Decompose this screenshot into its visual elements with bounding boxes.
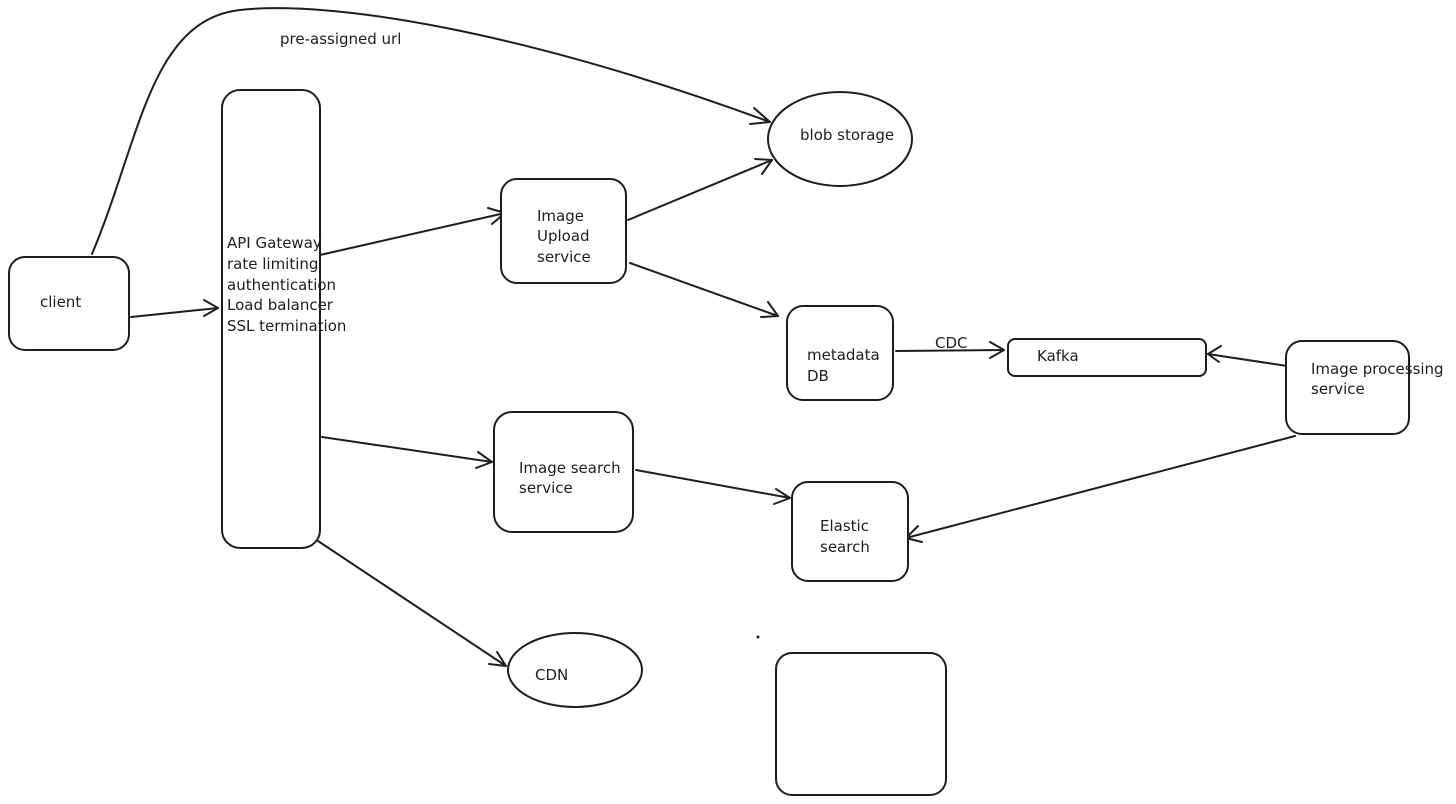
- node-cdn: CDN: [507, 632, 643, 708]
- edges: [91, 7, 1296, 667]
- edge-processing-to-elastic: [905, 435, 1296, 539]
- edge-gateway-to-upload: [319, 212, 506, 256]
- arrowhead-kafka-cdc: [989, 341, 1005, 359]
- edge-processing-to-kafka: [1207, 353, 1288, 367]
- edge-label-presigned: pre-assigned url: [280, 30, 401, 48]
- elastic-label-line-1: Elastic: [820, 517, 869, 535]
- client-label: client: [40, 293, 81, 311]
- arrowhead-elastic-search: [773, 488, 791, 505]
- node-image-search-service: Image search service: [493, 411, 634, 533]
- processing-box: [1285, 340, 1410, 435]
- empty-box: [775, 652, 947, 796]
- edge-label-cdc: CDC: [935, 334, 968, 352]
- metadata-box: [786, 305, 894, 401]
- edge-upload-to-metadata: [629, 262, 779, 317]
- edge-search-to-elastic: [635, 469, 791, 499]
- node-api-gateway: API Gateway rate limiting authentication…: [221, 89, 346, 549]
- metadata-label-line-1: metadata: [807, 346, 880, 364]
- gateway-label-line-1: API Gateway: [227, 234, 322, 252]
- edge-gateway-to-search: [321, 436, 493, 463]
- edge-client-to-gateway: [130, 307, 219, 318]
- node-metadata-db: metadata DB: [786, 305, 894, 401]
- upload-label-line-1: Image: [537, 207, 584, 225]
- gateway-label-line-4: Load balancer: [227, 296, 334, 314]
- kafka-label: Kafka: [1037, 347, 1079, 365]
- processing-label-line-2: service: [1311, 380, 1365, 398]
- client-box: [8, 256, 130, 351]
- node-image-processing-service: Image processing service: [1285, 340, 1444, 435]
- blob-label: blob storage: [800, 126, 894, 144]
- edge-metadata-to-kafka: [895, 349, 1005, 352]
- gateway-label-line-3: authentication: [227, 276, 336, 294]
- cdn-label: CDN: [535, 666, 568, 684]
- arrowhead-kafka-processing: [1207, 345, 1222, 363]
- upload-label-line-3: service: [537, 248, 591, 266]
- arrowhead-blob-upload: [754, 158, 773, 175]
- stray-dot: [756, 635, 760, 639]
- search-label-line-2: service: [519, 479, 573, 497]
- metadata-label-line-2: DB: [807, 367, 829, 385]
- blob-ellipse: [767, 91, 913, 187]
- upload-box: [500, 178, 627, 284]
- node-image-upload-service: Image Upload service: [500, 178, 627, 284]
- gateway-label-line-2: rate limiting: [227, 255, 318, 273]
- arrowhead-blob-presigned: [749, 107, 771, 125]
- elastic-box: [791, 481, 909, 582]
- processing-label-line-1: Image processing: [1311, 360, 1444, 378]
- kafka-box: [1007, 338, 1207, 377]
- node-empty-box: [775, 652, 947, 796]
- arrowhead-search: [475, 451, 493, 469]
- edge-client-to-blob: [91, 7, 771, 255]
- gateway-box: [221, 89, 321, 549]
- edge-gateway-to-cdn: [317, 540, 507, 667]
- arrowhead-cdn: [488, 651, 507, 667]
- gateway-label-line-5: SSL termination: [227, 317, 346, 335]
- search-box: [493, 411, 634, 533]
- arrowhead-gateway: [203, 299, 219, 317]
- node-kafka: Kafka: [1007, 338, 1207, 377]
- arrowhead-metadata: [760, 301, 779, 318]
- cdn-ellipse: [507, 632, 643, 708]
- edge-upload-to-blob: [627, 159, 773, 221]
- elastic-label-line-2: search: [820, 538, 870, 556]
- upload-label-line-2: Upload: [537, 227, 590, 245]
- node-blob-storage: blob storage: [767, 91, 913, 187]
- node-client: client: [8, 256, 130, 351]
- node-elastic-search: Elastic search: [791, 481, 909, 582]
- search-label-line-1: Image search: [519, 459, 621, 477]
